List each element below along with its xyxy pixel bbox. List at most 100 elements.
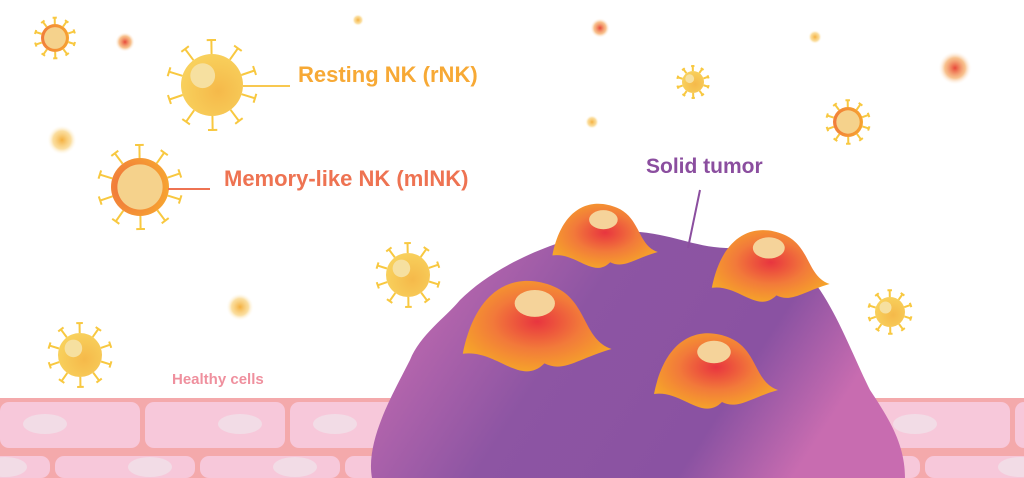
receptor-icon [377,264,388,270]
cell-inner [836,110,860,134]
resting-nk-cell [166,38,258,132]
receptor-tip [47,342,52,350]
healthy-cell [1015,402,1024,448]
healthy-cell [0,402,140,448]
receptor-tip [181,118,191,126]
memory-like-nk-label: Memory-like NK (mlNK) [224,166,469,191]
tumor-cells [462,203,830,409]
receptor-tip [375,281,380,289]
receptor-icon [99,173,113,180]
receptor-tip [700,92,705,97]
receptor-icon [100,343,111,349]
receptor-icon [156,209,166,222]
tumor-cell-nucleus [752,237,785,259]
receptor-tip [95,377,103,384]
receptor-tip [423,246,430,252]
tumor-cell-nucleus [514,289,555,317]
receptor-tip [386,298,393,304]
receptor-tip [436,280,441,288]
cell-body [386,253,430,297]
receptor-tip [97,170,103,180]
solid-tumor-mass [370,231,906,478]
receptor-icon [35,31,42,35]
receptor-tip [64,19,69,24]
receptor-tip [47,361,52,369]
receptor-icon [904,315,912,320]
receptor-tip [700,67,705,71]
receptor-tip [436,261,441,269]
cytokine-dot [808,30,822,44]
healthy-cell-nucleus [998,457,1024,477]
receptor-icon [60,372,69,382]
receptor-icon [67,30,75,35]
receptor-tip [375,262,380,270]
healthy-cell-nucleus [273,457,317,477]
receptor-icon [169,94,183,101]
cell-body [181,54,243,116]
resting-nk-cell [375,242,441,308]
receptor-tip [900,292,905,297]
healthy-cells-label: Healthy cells [172,371,264,388]
receptor-tip [866,112,871,118]
receptor-icon [827,125,835,130]
receptor-tip [832,102,838,107]
solid-tumor-label: Solid tumor [646,155,763,178]
receptor-icon [834,103,840,111]
receptor-tip [233,44,243,52]
receptor-tip [908,302,913,308]
receptor-icon [856,133,862,141]
receptor-icon [100,360,111,366]
receptor-icon [826,114,834,119]
receptor-icon [155,152,166,164]
receptor-tip [34,29,38,35]
receptor-icon [419,248,428,258]
receptor-icon [868,304,876,309]
healthy-cell [925,456,1024,478]
receptor-icon [862,125,870,130]
memory-like-nk-cell [97,143,183,231]
receptor-icon [62,20,68,28]
receptor-tip [72,29,76,34]
receptor-tip [252,65,257,76]
receptor-icon [428,280,439,286]
receptor-tip [825,126,830,132]
receptor-tip [97,196,103,205]
receptor-icon [420,292,428,302]
receptor-icon [428,263,439,269]
receptor-icon [91,328,100,338]
receptor-tip [858,102,863,107]
cell-nucleus [685,74,695,84]
receptor-tip [57,326,65,333]
tumor-cell-body [654,333,778,409]
cell-nucleus [64,339,83,358]
resting-nk-cell [867,289,913,335]
receptor-tip [900,327,906,332]
memory-like-nk-cell [825,99,871,145]
receptor-tip [180,45,190,53]
receptor-tip [108,360,113,368]
receptor-icon [184,48,195,61]
receptor-tip [681,67,686,72]
receptor-icon [168,70,183,77]
receptor-icon [35,41,43,46]
receptor-icon [241,93,256,100]
receptor-tip [72,41,76,47]
cytokine-dot [226,293,254,321]
receptor-tip [160,149,169,156]
receptor-tip [833,137,838,142]
receptor-icon [167,194,181,201]
tumor-cell-nucleus [697,340,731,364]
receptor-tip [110,149,119,157]
healthy-cell-nucleus [313,414,357,434]
receptor-icon [114,152,124,165]
receptor-tip [867,316,872,322]
healthy-cell [870,402,1010,448]
receptor-tip [252,93,258,104]
receptor-icon [855,103,862,111]
receptor-tip [234,117,244,125]
healthy-cell-nucleus [0,457,27,477]
tumor-cell [711,230,830,302]
receptor-tip [177,169,183,178]
receptor-tip [41,52,46,57]
receptor-tip [858,137,864,142]
